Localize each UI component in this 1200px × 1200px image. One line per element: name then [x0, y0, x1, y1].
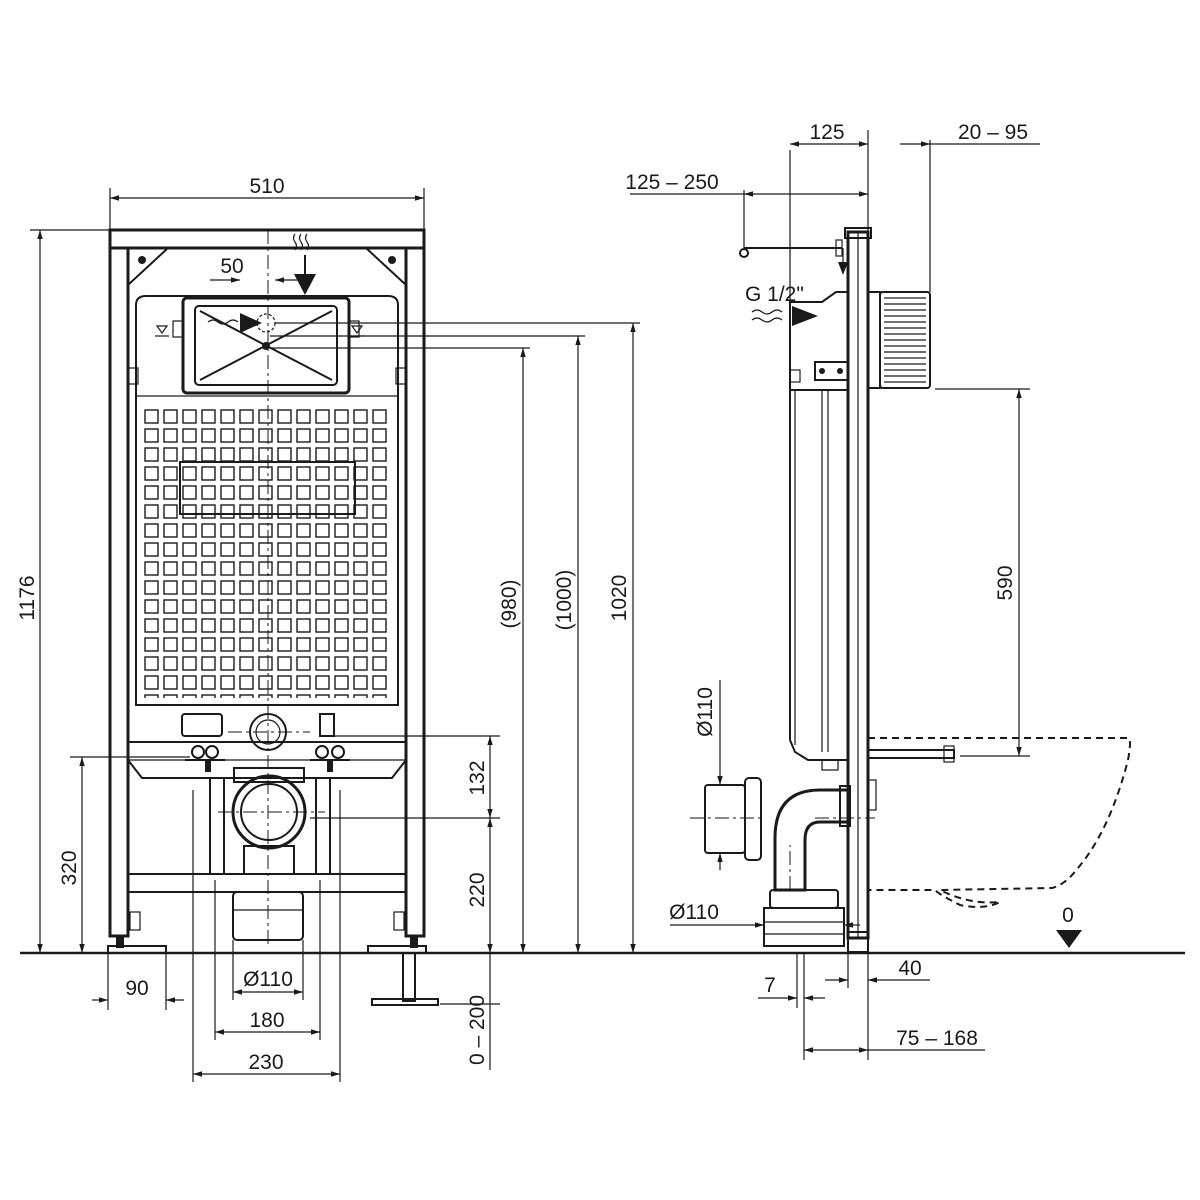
- floor-level-icon: [1056, 930, 1082, 948]
- toilet-outline: [868, 737, 1131, 908]
- flush-arrow-icon: [240, 313, 262, 333]
- floor-level-label: 0: [1062, 904, 1074, 927]
- total-height-label: 1176: [16, 575, 39, 620]
- pipe-diameter-bottom-label: Ø110: [669, 901, 719, 924]
- corner-bracket-left: [127, 247, 171, 288]
- right-post: [404, 246, 426, 938]
- bolt-spacing-590-label: 590: [994, 565, 1017, 600]
- stud-spacing-230-label: 230: [248, 1051, 283, 1074]
- height-1000-label: (1000): [553, 570, 576, 631]
- height-980-label: (980): [498, 579, 521, 628]
- tile-grid: [143, 408, 391, 698]
- plate-offset-label: 50: [220, 255, 243, 278]
- wall-distance-label: 75 – 168: [896, 1027, 978, 1050]
- side-dimensions: 125 20 – 95 125 – 250 G 1/2" 590 Ø110 Ø1…: [625, 121, 1082, 1060]
- width-label: 510: [249, 175, 284, 198]
- stud-spacing-180-label: 180: [249, 1009, 284, 1032]
- side-view: [690, 227, 1131, 953]
- foot-right: [367, 945, 427, 953]
- offset-7-label: 7: [764, 974, 776, 997]
- flush-plate-opening: [181, 296, 351, 395]
- foot-left: [107, 945, 167, 953]
- foot-width-label: 90: [125, 977, 148, 1000]
- depth-125-label: 125: [809, 121, 844, 144]
- frame-depth-40-label: 40: [898, 957, 921, 980]
- side-cistern: [789, 291, 849, 761]
- cistern-body: [135, 295, 399, 706]
- left-post: [108, 246, 130, 938]
- actuator-housing: [867, 291, 881, 389]
- side-water-inlet-icon: [751, 248, 848, 326]
- depth-20-95-label: 20 – 95: [958, 121, 1028, 144]
- bottom-crossbar: [127, 873, 407, 893]
- side-drain-outlet: [763, 907, 845, 947]
- side-wc-bolt: [867, 749, 955, 759]
- actuator-sleeve: [879, 291, 931, 389]
- pipe-connector: [704, 784, 746, 854]
- drain-height-label: 320: [58, 850, 81, 885]
- front-dimensions: 510 1176 50 (980) (1000) 1020 132 220 0: [16, 175, 640, 1082]
- front-view: [107, 228, 439, 1006]
- pipe-diameter-top-label: Ø110: [694, 687, 717, 737]
- connection-spacing-label: 132: [466, 760, 489, 795]
- water-supply-icon: [292, 233, 316, 295]
- foot-adjust-label: 0 – 200: [466, 995, 489, 1065]
- height-1020-label: 1020: [608, 575, 631, 622]
- side-drain-bend: [773, 788, 850, 892]
- wc-mounting-bolts: [185, 745, 350, 772]
- drain-axis-height-label: 220: [466, 872, 489, 907]
- corner-bracket-right: [363, 247, 407, 288]
- drain-diameter-label: Ø110: [243, 968, 293, 991]
- water-inlet-label: G 1/2": [745, 283, 804, 306]
- top-rail: [108, 228, 426, 250]
- supply-125-250-label: 125 – 250: [625, 171, 718, 194]
